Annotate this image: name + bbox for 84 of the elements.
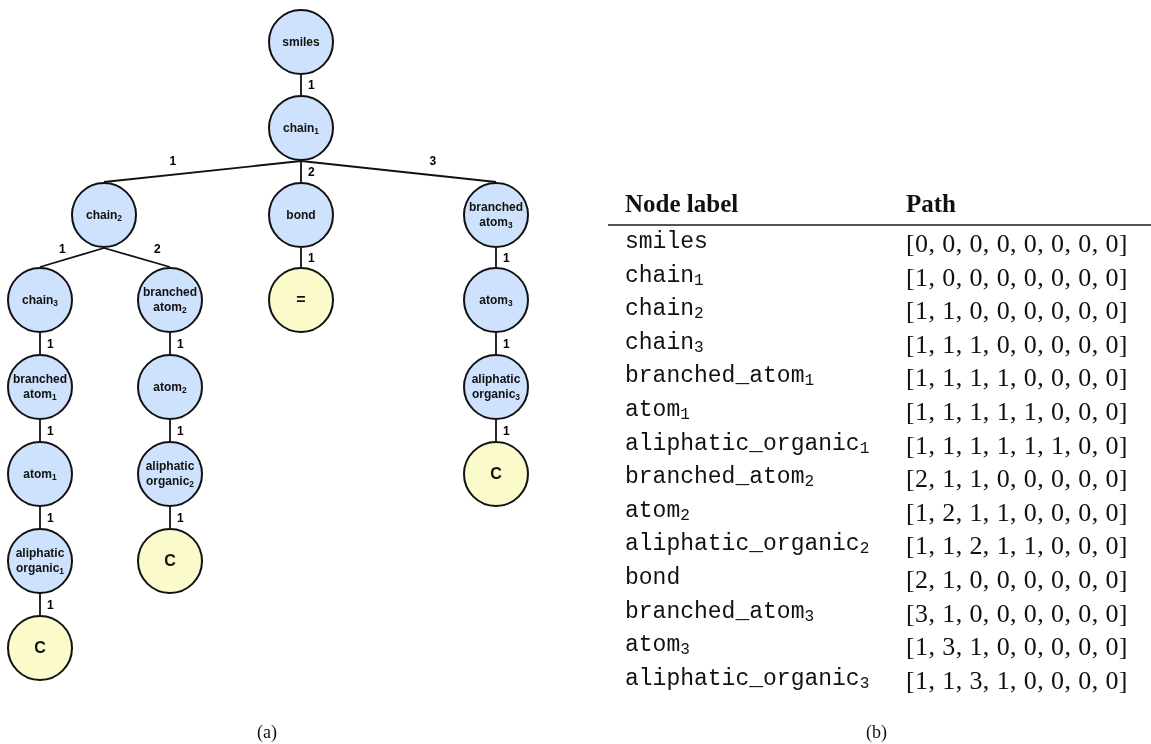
tree-edge	[39, 506, 41, 529]
node-label: aliphatic organic$_{3}$	[470, 372, 522, 402]
edge-label: 1	[502, 423, 511, 438]
table-cell: aliphatic_organic$_{1}$	[625, 430, 870, 457]
table-cell: [1, 2, 1, 1, 0, 0, 0, 0]	[906, 497, 1128, 528]
edge-label: 1	[502, 336, 511, 351]
table-cell: [1, 1, 1, 1, 0, 0, 0, 0]	[906, 363, 1128, 394]
table-cell: chain$_{2}$	[625, 296, 704, 323]
tree-edge	[495, 247, 497, 268]
edge-label: 1	[58, 241, 67, 256]
tree-edge	[495, 419, 497, 442]
table-cell: atom$_{3}$	[625, 632, 690, 659]
table-cell: [3, 1, 0, 0, 0, 0, 0, 0]	[906, 598, 1128, 629]
table-cell: [1, 1, 1, 1, 1, 1, 0, 0]	[906, 430, 1128, 461]
edge-label: 3	[428, 153, 438, 168]
table-cell: aliphatic_organic$_{3}$	[625, 665, 870, 692]
table-cell: [1, 1, 0, 0, 0, 0, 0, 0]	[906, 296, 1128, 327]
table-cell: [2, 1, 1, 0, 0, 0, 0, 0]	[906, 464, 1128, 495]
node-label: atom$_{2}$	[153, 379, 187, 395]
node-label: aliphatic organic$_{2}$	[144, 459, 196, 489]
tree-edge	[169, 506, 171, 529]
tree-edge	[103, 247, 171, 268]
column-header: Path	[906, 190, 956, 218]
node-label: C	[490, 464, 502, 484]
tree-edge	[300, 74, 302, 96]
tree-edge	[169, 332, 171, 355]
table-cell: [1, 1, 1, 1, 1, 0, 0, 0]	[906, 397, 1128, 427]
column-header: Node label	[625, 190, 739, 218]
tree-edge	[39, 419, 41, 442]
table-cell: smiles	[625, 229, 708, 255]
table-cell: atom$_{2}$	[625, 497, 690, 524]
table-cell: [0, 0, 0, 0, 0, 0, 0, 0]	[906, 229, 1128, 259]
tree-edge	[39, 247, 105, 268]
edge-label: 1	[176, 510, 185, 525]
edge-label: 1	[46, 336, 55, 351]
node-label: chain$_{1}$	[283, 120, 319, 136]
table-cell: [1, 0, 0, 0, 0, 0, 0, 0]	[906, 262, 1128, 293]
node-label: branched atom$_{1}$	[12, 372, 68, 402]
table-cell: atom$_{1}$	[625, 397, 690, 423]
edge-label: 1	[46, 423, 55, 438]
table-cell: [2, 1, 0, 0, 0, 0, 0, 0]	[906, 565, 1128, 595]
edge-label: 1	[307, 250, 316, 265]
tree-edge	[103, 160, 302, 183]
edge-label: 1	[46, 510, 55, 525]
edge-label: 1	[168, 153, 178, 168]
node-label: atom$_{1}$	[23, 466, 57, 482]
table-cell: chain$_{3}$	[625, 329, 704, 356]
table-cell: branched_atom$_{1}$	[625, 363, 815, 390]
table-cell: chain$_{1}$	[625, 262, 704, 289]
edge-label: 2	[307, 164, 316, 179]
table-cell: [1, 3, 1, 0, 0, 0, 0, 0]	[906, 632, 1128, 663]
node-label: C	[34, 638, 46, 658]
tree-edge	[39, 593, 41, 616]
tree-edge	[39, 332, 41, 355]
panel-caption: (b)	[866, 722, 887, 743]
table-cell: [1, 1, 2, 1, 1, 0, 0, 0]	[906, 531, 1128, 562]
tree-edge	[300, 160, 302, 183]
panel-caption: (a)	[257, 722, 277, 743]
edge-label: 1	[176, 336, 185, 351]
table-cell: aliphatic_organic$_{2}$	[625, 531, 870, 558]
node-label: bond	[286, 207, 316, 223]
node-label: chain$_{3}$	[22, 292, 58, 308]
node-label: aliphatic organic$_{1}$	[14, 546, 66, 576]
node-label: C	[164, 551, 176, 571]
node-label: atom$_{3}$	[479, 292, 513, 308]
node-label: smiles	[282, 34, 320, 50]
node-label: =	[296, 290, 306, 310]
table-cell: branched_atom$_{2}$	[625, 464, 815, 491]
table-cell: bond	[625, 565, 681, 591]
node-label: branched atom$_{3}$	[468, 200, 524, 230]
edge-label: 1	[176, 423, 185, 438]
tree-edge	[495, 332, 497, 355]
table-cell: branched_atom$_{3}$	[625, 598, 815, 625]
edge-label: 1	[307, 78, 316, 92]
tree-edge	[169, 419, 171, 442]
table-cell: [1, 1, 1, 0, 0, 0, 0, 0]	[906, 329, 1128, 360]
node-label: branched atom$_{2}$	[142, 285, 198, 315]
edge-label: 2	[153, 241, 162, 256]
node-label: chain$_{2}$	[86, 207, 122, 223]
edge-label: 1	[502, 250, 511, 265]
table-cell: [1, 1, 3, 1, 0, 0, 0, 0]	[906, 665, 1128, 696]
edge-label: 1	[46, 597, 55, 612]
tree-edge	[300, 160, 497, 183]
tree-edge	[300, 247, 302, 268]
